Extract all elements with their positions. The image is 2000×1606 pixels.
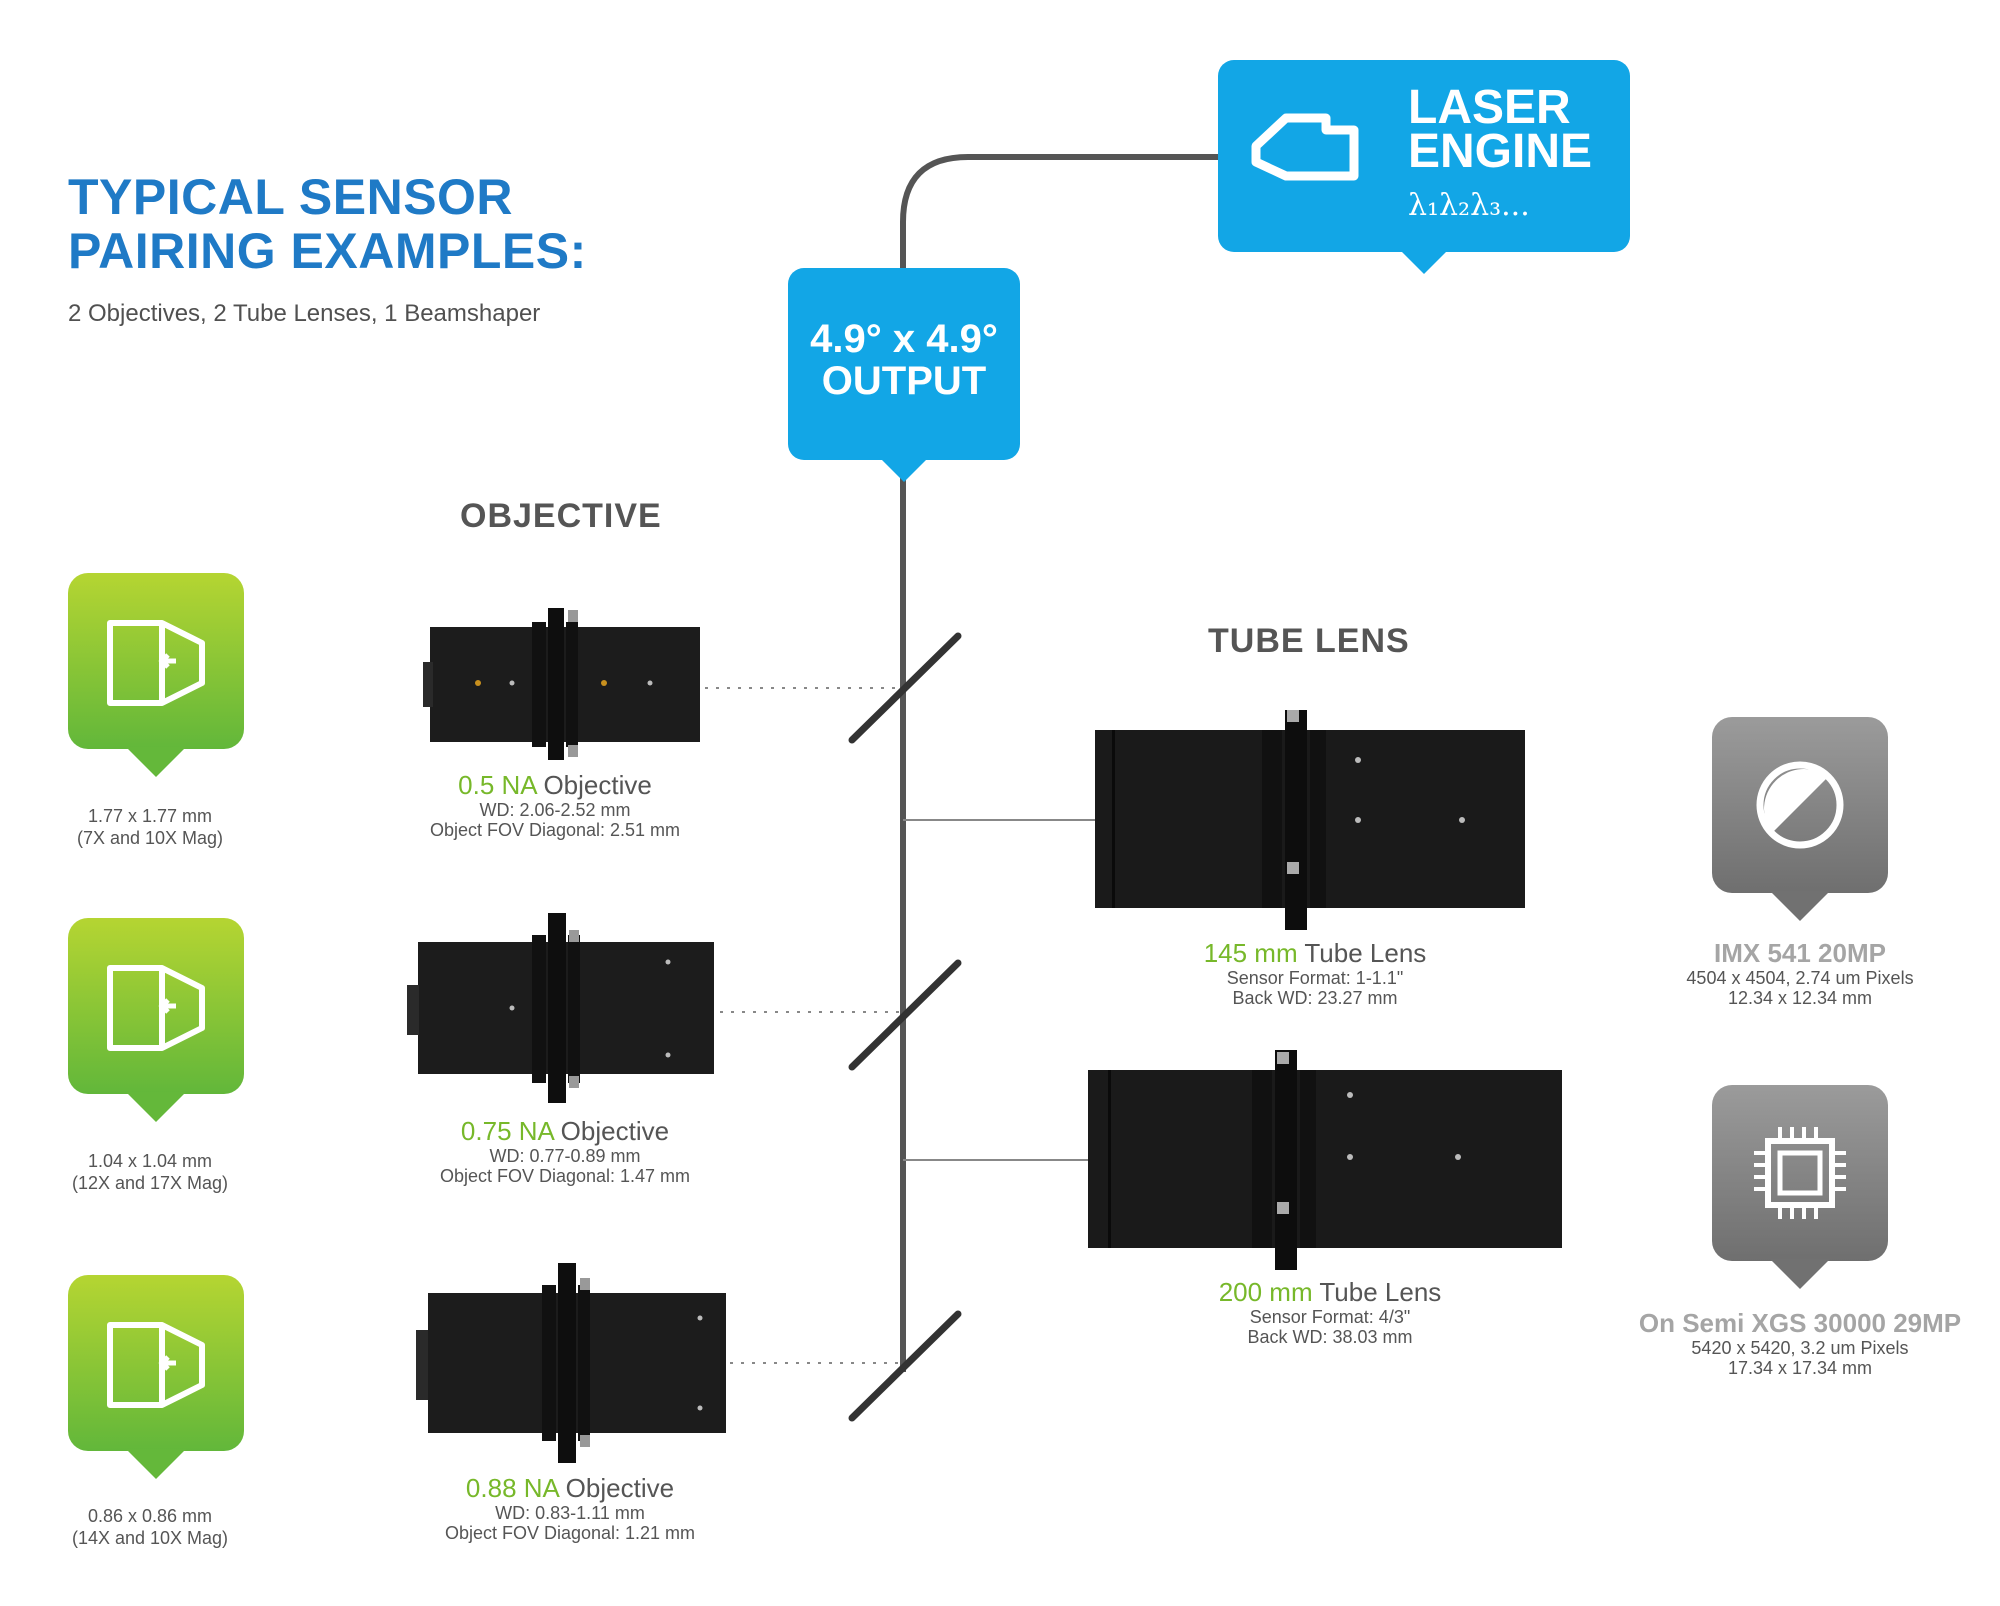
field-3-size: 0.86 x 0.86 mm bbox=[87, 1506, 213, 1526]
field-2-mag: (12X and 17X Mag) bbox=[71, 1173, 229, 1193]
objective-3-lens bbox=[416, 1263, 726, 1463]
field-1-caption: 1.77 x 1.77 mm (7X and 10X Mag) bbox=[30, 805, 270, 849]
sensor-2-size: 17.34 x 17.34 mm bbox=[1727, 1358, 1873, 1378]
tube-lens-1-format: Sensor Format: 1-1.1" bbox=[1226, 968, 1404, 988]
tube-lens-2-focal: 200 mm bbox=[1218, 1277, 1313, 1307]
objective-2-wd: WD: 0.77-0.89 mm bbox=[489, 1146, 641, 1166]
tube-lens-2-bwd: Back WD: 38.03 mm bbox=[1247, 1327, 1413, 1347]
field-1-mag: (7X and 10X Mag) bbox=[76, 828, 224, 848]
sensor-1-caption: IMX 541 20MP 4504 x 4504, 2.74 um Pixels… bbox=[1610, 938, 1990, 1008]
mirror-3 bbox=[848, 1310, 962, 1422]
sensor-aperture-icon bbox=[1756, 761, 1844, 849]
objective-2-na: 0.75 NA bbox=[460, 1116, 554, 1146]
laser-engine-callout: LASER ENGINE λ₁λ₂λ₃... bbox=[1218, 60, 1630, 274]
field-1-size: 1.77 x 1.77 mm bbox=[87, 806, 213, 826]
sensor-card-2 bbox=[1712, 1085, 1888, 1289]
objective-section-label: OBJECTIVE bbox=[460, 497, 662, 535]
sensor-card-1 bbox=[1712, 717, 1888, 921]
title-line-2: PAIRING EXAMPLES: bbox=[68, 223, 587, 279]
page-title: TYPICAL SENSOR PAIRING EXAMPLES: bbox=[68, 170, 587, 278]
laser-engine-label: LASER ENGINE bbox=[1408, 81, 1593, 178]
objective-3-caption: 0.88 NA Objective WD: 0.83-1.11 mm Objec… bbox=[410, 1473, 730, 1543]
sensor-1-size: 12.34 x 12.34 mm bbox=[1727, 988, 1873, 1008]
objective-1-caption: 0.5 NA Objective WD: 2.06-2.52 mm Object… bbox=[395, 770, 715, 840]
output-callout: 4.9° x 4.9° OUTPUT bbox=[788, 268, 1020, 482]
laser-output-connector bbox=[900, 154, 1218, 268]
field-2-size: 1.04 x 1.04 mm bbox=[87, 1151, 213, 1171]
laser-engine-line-2: ENGINE bbox=[1408, 125, 1593, 178]
title-line-1: TYPICAL SENSOR bbox=[68, 169, 514, 225]
tube-lens-2-name: Tube Lens bbox=[1319, 1277, 1442, 1307]
beamshaper-card-2 bbox=[68, 918, 244, 1122]
laser-icon bbox=[1251, 113, 1359, 181]
objective-1-na: 0.5 NA bbox=[458, 770, 537, 800]
objective-2-name: Objective bbox=[560, 1116, 670, 1146]
page-subtitle: 2 Objectives, 2 Tube Lenses, 1 Beamshape… bbox=[68, 300, 541, 327]
objective-3-na: 0.88 NA bbox=[465, 1473, 559, 1503]
objective-2-caption: 0.75 NA Objective WD: 0.77-0.89 mm Objec… bbox=[405, 1116, 725, 1186]
tube-lens-1-caption: 145 mm Tube Lens Sensor Format: 1-1.1" B… bbox=[1150, 938, 1480, 1008]
objective-1-name: Objective bbox=[543, 770, 652, 800]
sensor-2-pixels: 5420 x 5420, 3.2 um Pixels bbox=[1691, 1338, 1909, 1358]
beamshaper-icon bbox=[107, 965, 205, 1051]
field-3-caption: 0.86 x 0.86 mm (14X and 10X Mag) bbox=[30, 1505, 270, 1549]
chip-icon bbox=[1754, 1127, 1846, 1219]
tube-lens-1-focal: 145 mm bbox=[1203, 938, 1298, 968]
tube-lens-1-body bbox=[1095, 710, 1525, 930]
beamshaper-card-3 bbox=[68, 1275, 244, 1479]
objective-3-fov: Object FOV Diagonal: 1.21 mm bbox=[444, 1523, 696, 1543]
sensor-1-name: IMX 541 20MP bbox=[1714, 938, 1886, 968]
tube-lens-1-name: Tube Lens bbox=[1304, 938, 1427, 968]
field-3-mag: (14X and 10X Mag) bbox=[71, 1528, 229, 1548]
sensor-2-caption: On Semi XGS 30000 29MP 5420 x 5420, 3.2 … bbox=[1595, 1308, 2000, 1378]
objective-3-name: Objective bbox=[565, 1473, 675, 1503]
output-label: 4.9° x 4.9° OUTPUT bbox=[788, 318, 1020, 402]
output-line-1: 4.9° x 4.9° bbox=[810, 317, 998, 361]
mirror-1 bbox=[848, 632, 962, 744]
objective-1-lens bbox=[423, 608, 700, 760]
laser-engine-line-1: LASER bbox=[1408, 81, 1571, 134]
tube-lens-2-body bbox=[1088, 1050, 1562, 1270]
tube-lens-1-bwd: Back WD: 23.27 mm bbox=[1232, 988, 1398, 1008]
objective-3-wd: WD: 0.83-1.11 mm bbox=[495, 1503, 645, 1523]
field-2-caption: 1.04 x 1.04 mm (12X and 17X Mag) bbox=[30, 1150, 270, 1194]
wavelengths-label: λ₁λ₂λ₃... bbox=[1408, 188, 1530, 223]
tube-lens-2-format: Sensor Format: 4/3" bbox=[1249, 1307, 1411, 1327]
tube-lens-2-caption: 200 mm Tube Lens Sensor Format: 4/3" Bac… bbox=[1165, 1277, 1495, 1347]
beamshaper-icon bbox=[107, 620, 205, 706]
objective-1-wd: WD: 2.06-2.52 mm bbox=[479, 800, 631, 820]
mirror-2 bbox=[848, 959, 962, 1071]
output-line-2: OUTPUT bbox=[821, 359, 987, 403]
objective-2-fov: Object FOV Diagonal: 1.47 mm bbox=[439, 1166, 691, 1186]
objective-1-fov: Object FOV Diagonal: 2.51 mm bbox=[429, 820, 681, 840]
sensor-2-name: On Semi XGS 30000 29MP bbox=[1638, 1308, 1962, 1338]
tube-lens-section-label: TUBE LENS bbox=[1208, 622, 1410, 660]
beamshaper-card-1 bbox=[68, 573, 244, 777]
sensor-1-pixels: 4504 x 4504, 2.74 um Pixels bbox=[1686, 968, 1914, 988]
objective-2-lens bbox=[407, 913, 714, 1103]
beamshaper-icon bbox=[107, 1322, 205, 1408]
